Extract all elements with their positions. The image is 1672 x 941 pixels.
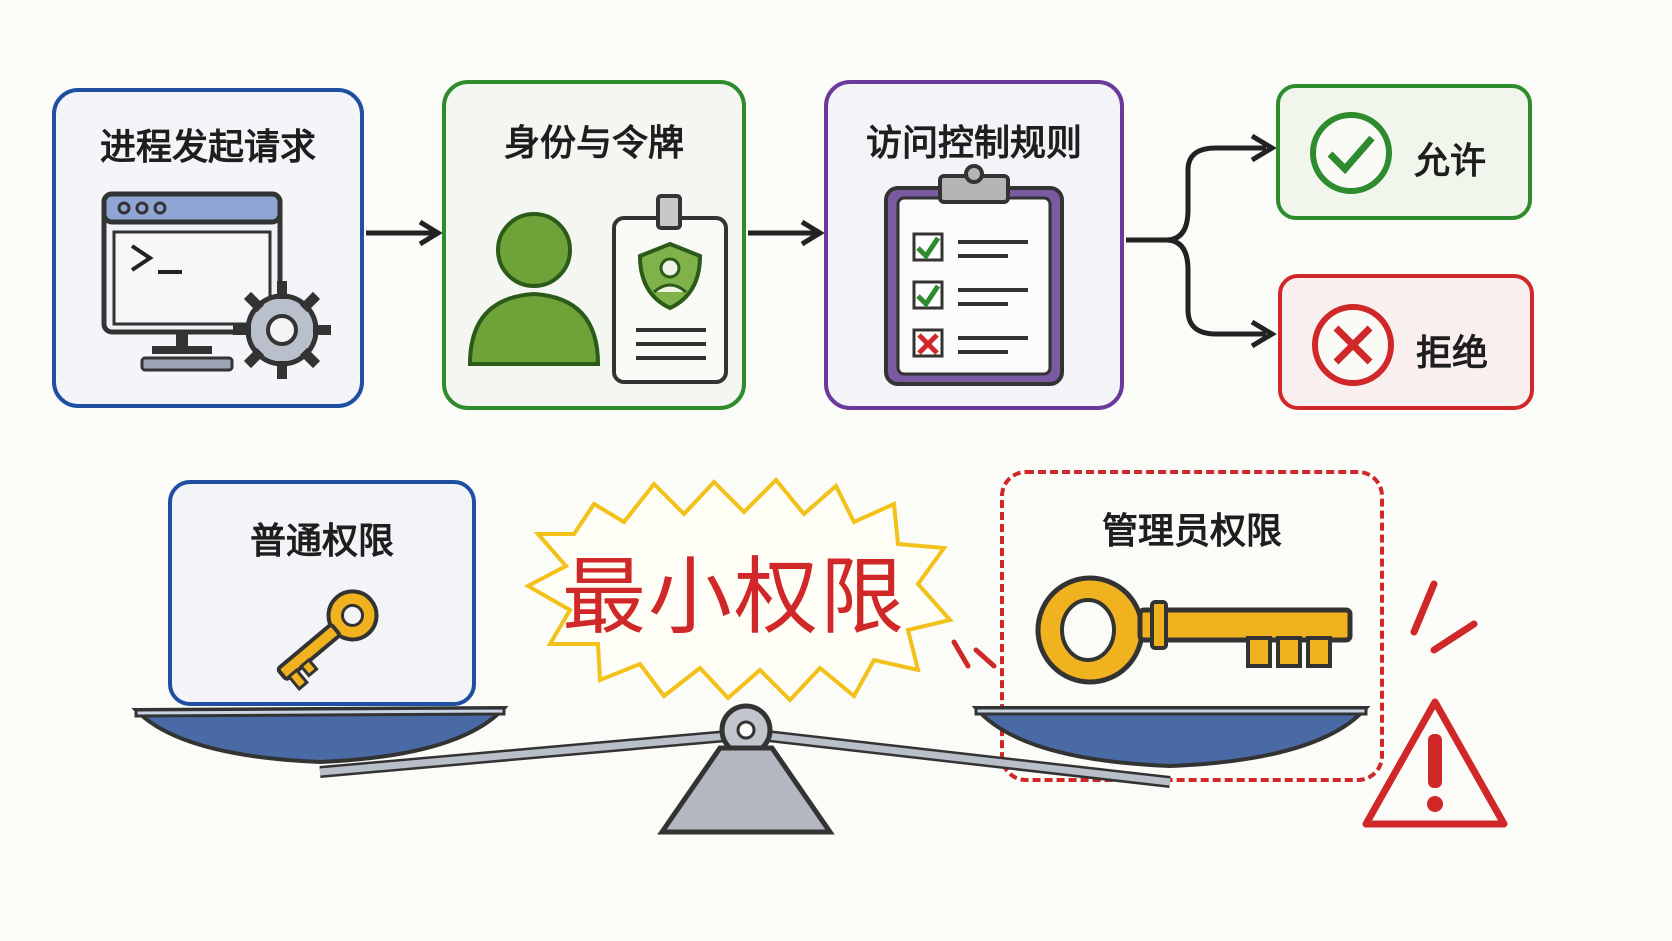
warning-marks xyxy=(1410,580,1478,654)
step-request-title: 进程发起请求 xyxy=(99,127,316,168)
balance-scale xyxy=(131,703,1371,835)
warning-triangle-icon xyxy=(1362,698,1508,828)
allow-label: 允许 xyxy=(1414,141,1487,182)
branch-arrows xyxy=(1126,133,1277,349)
clipboard-checklist-icon xyxy=(884,164,1064,386)
allow-outcome-card: 允许 xyxy=(1276,84,1532,220)
step-identity-card: 身份与令牌 xyxy=(442,80,746,410)
highlight-burst xyxy=(523,477,954,703)
user-id-badge-icon xyxy=(467,194,728,384)
step-identity-title: 身份与令牌 xyxy=(503,123,684,164)
admin-permission-title: 管理员权限 xyxy=(1101,511,1282,552)
normal-permission-title: 普通权限 xyxy=(249,521,394,562)
warning-marks-left xyxy=(951,639,997,669)
deny-outcome-card: 拒绝 xyxy=(1278,274,1534,410)
least-privilege-label: 最小权限 xyxy=(561,548,906,646)
flow-arrow-1 xyxy=(366,219,443,247)
large-key-icon xyxy=(1035,575,1353,685)
step-rules-title: 访问控制规则 xyxy=(865,123,1082,164)
check-circle-icon xyxy=(1310,112,1392,194)
small-key-icon xyxy=(276,589,379,691)
deny-label: 拒绝 xyxy=(1416,333,1489,374)
x-circle-icon xyxy=(1312,304,1394,386)
step-rules-card: 访问控制规则 xyxy=(824,80,1124,410)
step-request-card: 进程发起请求 xyxy=(52,88,364,408)
normal-permission-card: 普通权限 xyxy=(168,480,476,706)
admin-permission-card: 管理员权限 xyxy=(1000,470,1384,782)
terminal-gear-icon xyxy=(101,191,331,379)
flow-arrow-2 xyxy=(748,219,825,247)
